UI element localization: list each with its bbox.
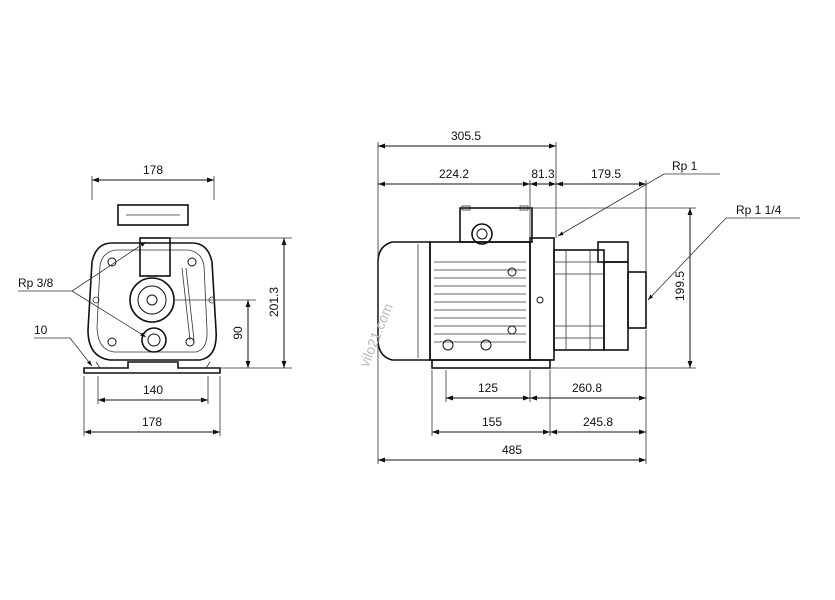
front-bolt-tr [187,257,197,267]
label-foot: 10 [34,323,48,337]
front-bolt-bl [107,337,117,347]
dim-front-total-height: 201.3 [267,287,281,317]
dim-side-foot-outer: 155 [482,415,502,429]
label-inlet: Rp 1 1/4 [736,203,782,217]
front-shaft-ring [129,277,175,323]
dim-front-shaft-height: 90 [231,326,245,340]
front-base-plate [83,361,221,374]
side-inlet [627,271,647,329]
side-bracket [529,237,555,361]
dim-side-motor-len: 224.2 [439,167,469,181]
side-base-feet [431,359,551,369]
dim-side-pump-len: 179.5 [591,167,621,181]
dim-front-top-width: 178 [143,163,163,177]
dim-side-foot-spacing: 125 [478,381,498,395]
front-pump-body [87,242,217,361]
dim-side-height: 199.5 [673,271,687,301]
dim-side-bracket: 81.3 [531,167,555,181]
dim-side-foot-to-end-b: 245.8 [583,415,613,429]
side-cable-gland [471,223,493,245]
front-drain-plug [141,327,167,353]
dim-front-base-outer: 178 [142,415,162,429]
side-view: 305.5 224.2 81.3 179.5 199.5 125 260.8 1… [377,129,800,464]
front-terminal-box [117,204,189,226]
label-drain: Rp 3/8 [18,276,54,290]
dim-side-overall: 485 [502,443,522,457]
side-terminal-box [459,207,533,243]
side-fan-cover [377,241,431,361]
side-pump-stack [553,249,605,351]
side-outlet [597,241,629,263]
dim-side-motor-top: 305.5 [451,129,481,143]
label-outlet: Rp 1 [672,159,698,173]
dim-side-foot-to-end-a: 260.8 [572,381,602,395]
front-view: 178 140 178 201.3 90 Rp 3/8 10 [18,163,292,436]
side-cooling-fins [434,261,526,343]
dim-front-base-inner: 140 [143,383,163,397]
